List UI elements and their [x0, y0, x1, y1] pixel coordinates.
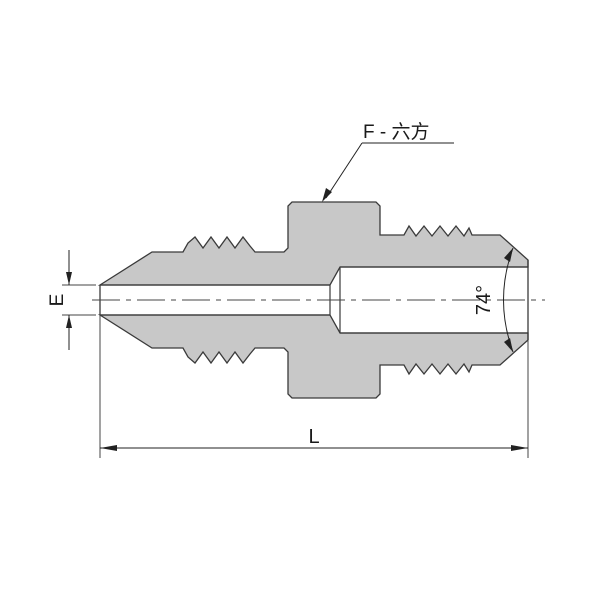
e-dimension: E: [47, 250, 72, 350]
hex-size-label: F - 六方: [363, 121, 430, 143]
extension-lines: [62, 284, 529, 458]
flare-angle-dimension: 74°: [473, 247, 514, 353]
l-dimension: L: [100, 426, 528, 451]
hex-callout: F - 六方: [322, 121, 454, 202]
bore-diameter-label: E: [47, 294, 68, 307]
overall-length-label: L: [308, 426, 319, 448]
flare-angle-label: 74°: [473, 285, 495, 315]
fitting-body: [97, 201, 529, 399]
